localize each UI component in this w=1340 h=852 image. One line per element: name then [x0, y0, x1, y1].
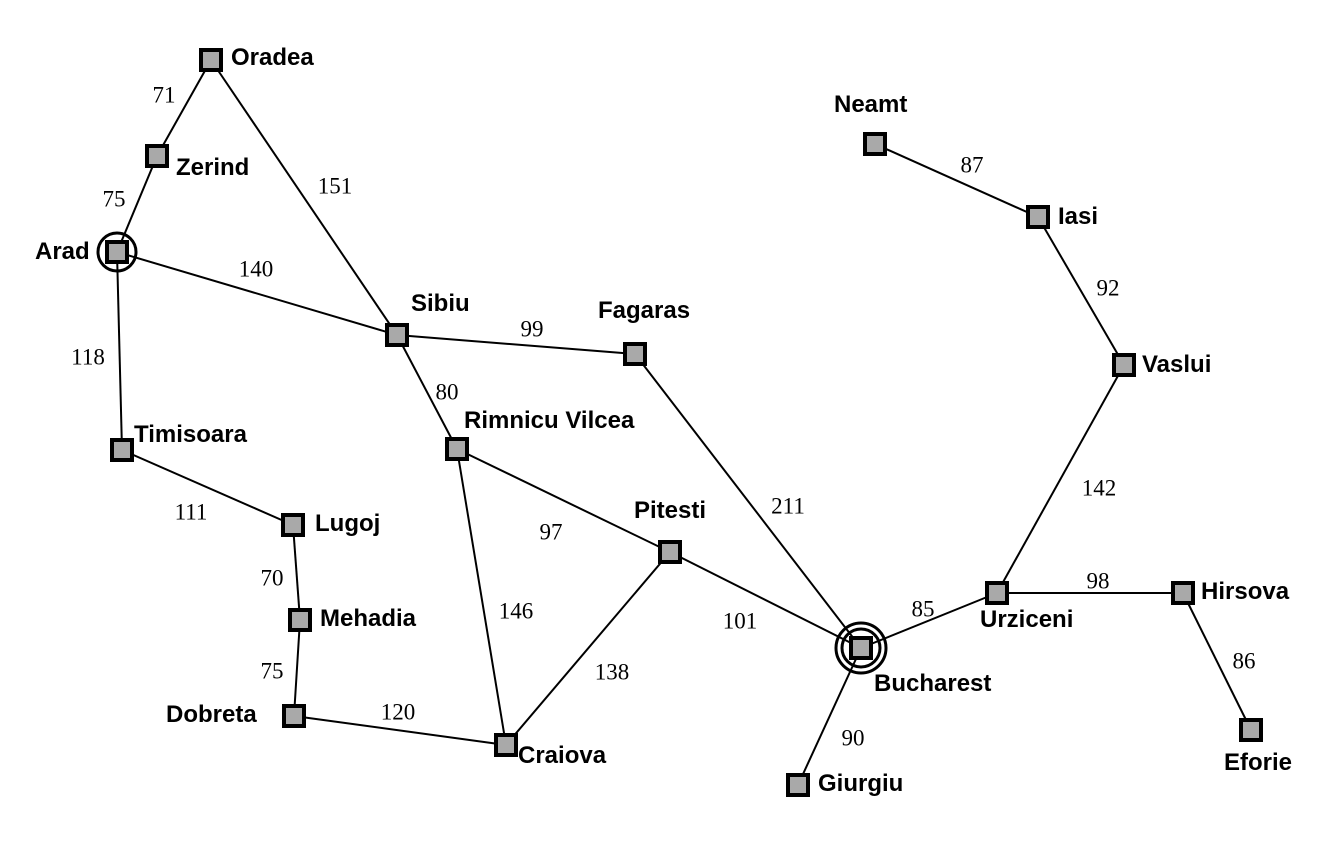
city-label-giurgiu: Giurgiu: [818, 770, 903, 797]
road-craiova-pitesti: [505, 551, 671, 746]
city-label-craiova: Craiova: [518, 742, 607, 769]
cities-layer: [96, 48, 1263, 797]
distance-label-sibiu-rimnicu: 80: [436, 379, 459, 404]
road-rimnicu-pitesti: [456, 448, 671, 553]
distance-label-fagaras-bucharest: 211: [771, 493, 805, 518]
distance-label-urziceni-vaslui: 142: [1082, 475, 1117, 500]
distance-labels-layer: 71 75 151 140 118 99 80 111 70 75 120 146 97 138 211 10…: [71, 82, 1255, 750]
road-hirsova-eforie: [1182, 592, 1252, 731]
city-label-pitesti: Pitesti: [634, 497, 706, 524]
city-node-giurgiu: [786, 773, 810, 797]
road-dobreta-craiova: [293, 715, 507, 746]
city-label-iasi: Iasi: [1058, 203, 1098, 230]
city-node-pitesti: [658, 540, 682, 564]
road-bucharest-giurgiu: [797, 647, 862, 786]
city-node-craiova: [494, 733, 518, 757]
road-zerind-arad: [116, 155, 158, 253]
city-node-sibiu: [385, 323, 409, 347]
road-sibiu-rimnicu: [396, 334, 458, 450]
road-arad-timisoara: [116, 251, 123, 451]
city-node-lugoj: [281, 513, 305, 537]
city-node-urziceni: [985, 581, 1009, 605]
road-vaslui-iasi: [1037, 216, 1125, 366]
city-node-vaslui: [1112, 353, 1136, 377]
city-node-fagaras: [623, 342, 647, 366]
goal-marker-outer-ring: [834, 621, 888, 675]
start-marker-ring: [96, 231, 138, 273]
city-label-lugoj: Lugoj: [315, 510, 380, 537]
city-node-bucharest: [849, 636, 873, 660]
city-label-hirsova: Hirsova: [1201, 578, 1290, 605]
distance-label-bucharest-giurgiu: 90: [842, 725, 865, 750]
city-label-bucharest: Bucharest: [874, 670, 991, 697]
distance-label-rimnicu-pitesti: 97: [540, 519, 563, 544]
city-label-eforie: Eforie: [1224, 749, 1292, 776]
distance-label-urziceni-hirsova: 98: [1087, 568, 1110, 593]
distance-label-vaslui-iasi: 92: [1097, 275, 1120, 300]
road-fagaras-bucharest: [634, 353, 862, 649]
distance-label-mehadia-dobreta: 75: [261, 658, 284, 683]
road-oradea-zerind: [156, 59, 212, 157]
city-label-arad: Arad: [35, 238, 90, 265]
city-label-fagaras: Fagaras: [598, 297, 690, 324]
distance-label-arad-sibiu: 140: [239, 256, 274, 281]
road-mehadia-dobreta: [293, 619, 301, 717]
city-label-sibiu: Sibiu: [411, 290, 470, 317]
road-arad-sibiu: [116, 251, 398, 336]
city-node-zerind: [145, 144, 169, 168]
distance-label-craiova-pitesti: 138: [595, 659, 630, 684]
distance-label-rimnicu-craiova: 146: [499, 598, 534, 623]
road-lugoj-mehadia: [292, 524, 301, 621]
distance-label-dobreta-craiova: 120: [381, 699, 416, 724]
distance-label-bucharest-urziceni: 85: [912, 596, 935, 621]
roads-layer: [116, 59, 1252, 786]
city-label-rimnicu: Rimnicu Vilcea: [464, 407, 635, 434]
distance-label-pitesti-bucharest: 101: [723, 608, 758, 633]
distance-label-sibiu-fagaras: 99: [521, 316, 544, 341]
city-label-urziceni: Urziceni: [980, 606, 1073, 633]
city-label-oradea: Oradea: [231, 44, 314, 71]
road-sibiu-fagaras: [396, 334, 636, 355]
city-label-mehadia: Mehadia: [320, 605, 417, 632]
city-node-iasi: [1026, 205, 1050, 229]
distance-label-oradea-zerind: 71: [153, 82, 176, 107]
city-node-hirsova: [1171, 581, 1195, 605]
distance-label-hirsova-eforie: 86: [1233, 648, 1256, 673]
city-label-timisoara: Timisoara: [134, 421, 248, 448]
city-node-neamt: [863, 132, 887, 156]
city-label-neamt: Neamt: [834, 91, 907, 118]
goal-marker-inner-ring: [840, 627, 882, 669]
road-iasi-neamt: [874, 143, 1039, 218]
city-node-mehadia: [288, 608, 312, 632]
distance-label-zerind-arad: 75: [103, 186, 126, 211]
city-node-rimnicu: [445, 437, 469, 461]
city-node-arad: [105, 240, 129, 264]
city-label-dobreta: Dobreta: [166, 701, 257, 728]
city-label-zerind: Zerind: [176, 154, 249, 181]
distance-label-lugoj-mehadia: 70: [261, 565, 284, 590]
city-node-dobreta: [282, 704, 306, 728]
distance-label-timisoara-lugoj: 111: [175, 499, 208, 524]
road-oradea-sibiu: [210, 59, 398, 336]
city-node-eforie: [1239, 718, 1263, 742]
distance-label-arad-timisoara: 118: [71, 344, 105, 369]
road-urziceni-vaslui: [996, 364, 1125, 594]
city-node-timisoara: [110, 438, 134, 462]
distance-label-iasi-neamt: 87: [961, 152, 984, 177]
road-pitesti-bucharest: [669, 551, 862, 649]
city-node-oradea: [199, 48, 223, 72]
road-timisoara-lugoj: [121, 449, 294, 526]
road-rimnicu-craiova: [456, 448, 507, 746]
city-label-vaslui: Vaslui: [1142, 351, 1211, 378]
distance-label-oradea-sibiu: 151: [318, 173, 353, 198]
